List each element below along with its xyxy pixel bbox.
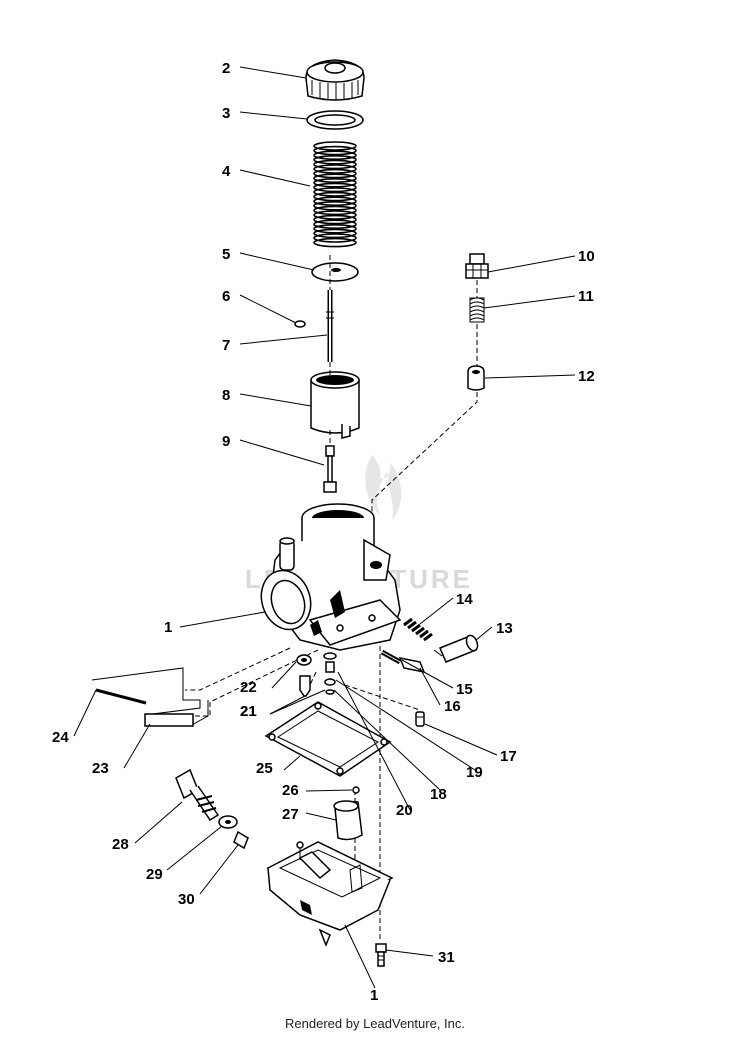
callout-23: 23 [92, 760, 109, 777]
callout-2: 2 [222, 60, 230, 77]
callout-14: 14 [456, 591, 473, 608]
cable-adjuster-icon [465, 253, 489, 279]
callout-21: 21 [240, 703, 257, 720]
needle-jet-icon [323, 445, 337, 493]
jet-holder-icon [296, 654, 312, 666]
float-bowl-gasket-icon [264, 701, 392, 777]
callout-19: 19 [466, 764, 483, 781]
drain-bolt-icon [175, 768, 220, 822]
main-jet-icon [323, 652, 337, 695]
carburetor-body-icon [260, 503, 402, 651]
callout-10: 10 [578, 248, 595, 265]
callout-5: 5 [222, 246, 230, 263]
callout-12: 12 [578, 368, 595, 385]
spring-icon [313, 141, 357, 248]
plunger-icon [467, 365, 485, 391]
screw-icon [415, 711, 425, 727]
callout-28: 28 [112, 836, 129, 853]
float-bowl-icon [266, 841, 394, 948]
jet-needle-icon [326, 290, 334, 362]
callout-24: 24 [52, 729, 69, 746]
callout-22: 22 [240, 679, 257, 696]
callout-3: 3 [222, 105, 230, 122]
callout-21: 21 [240, 703, 257, 720]
callout-4: 4 [222, 163, 231, 180]
callout-6: 6 [222, 288, 230, 305]
callout-9: 9 [222, 433, 230, 450]
drain-screw-icon [233, 830, 249, 850]
callout-17: 17 [500, 748, 517, 765]
callout-31: 31 [438, 949, 455, 966]
callout-29: 29 [146, 866, 163, 883]
callout-8: 8 [222, 387, 230, 404]
callout-16: 16 [444, 698, 461, 715]
pin-icon [352, 786, 360, 794]
callout-26: 26 [282, 782, 299, 799]
pilot-screw-icon [403, 617, 433, 642]
callout-1: 1 [370, 987, 378, 1004]
callout-27: 27 [282, 806, 299, 823]
retainer-plate-icon [311, 262, 359, 282]
gasket-ring-icon [306, 110, 364, 130]
callout-15: 15 [456, 681, 473, 698]
e-clip-icon [294, 320, 306, 328]
cap-icon [305, 59, 365, 101]
pilot-jet-icon [299, 675, 311, 697]
callout-1: 1 [164, 619, 172, 636]
callout-11: 11 [578, 288, 594, 305]
callout-25: 25 [256, 760, 273, 777]
float-icon [333, 800, 363, 841]
washer-icon [218, 815, 238, 829]
leader-lines [73, 66, 576, 989]
bolt-icon [375, 943, 387, 967]
render-credit: Rendered by LeadVenture, Inc. [285, 1016, 465, 1031]
callout-13: 13 [496, 620, 513, 637]
spring-icon [469, 297, 485, 323]
clip-icon [91, 667, 209, 727]
callout-30: 30 [178, 891, 195, 908]
pin-icon [95, 688, 147, 705]
callout-labels: 1234567891011121314151617181920212122232… [52, 60, 595, 1004]
callout-18: 18 [430, 786, 447, 803]
throttle-valve-icon [310, 371, 360, 439]
callout-7: 7 [222, 337, 230, 354]
air-screw-icon [433, 634, 479, 663]
callout-20: 20 [396, 802, 413, 819]
